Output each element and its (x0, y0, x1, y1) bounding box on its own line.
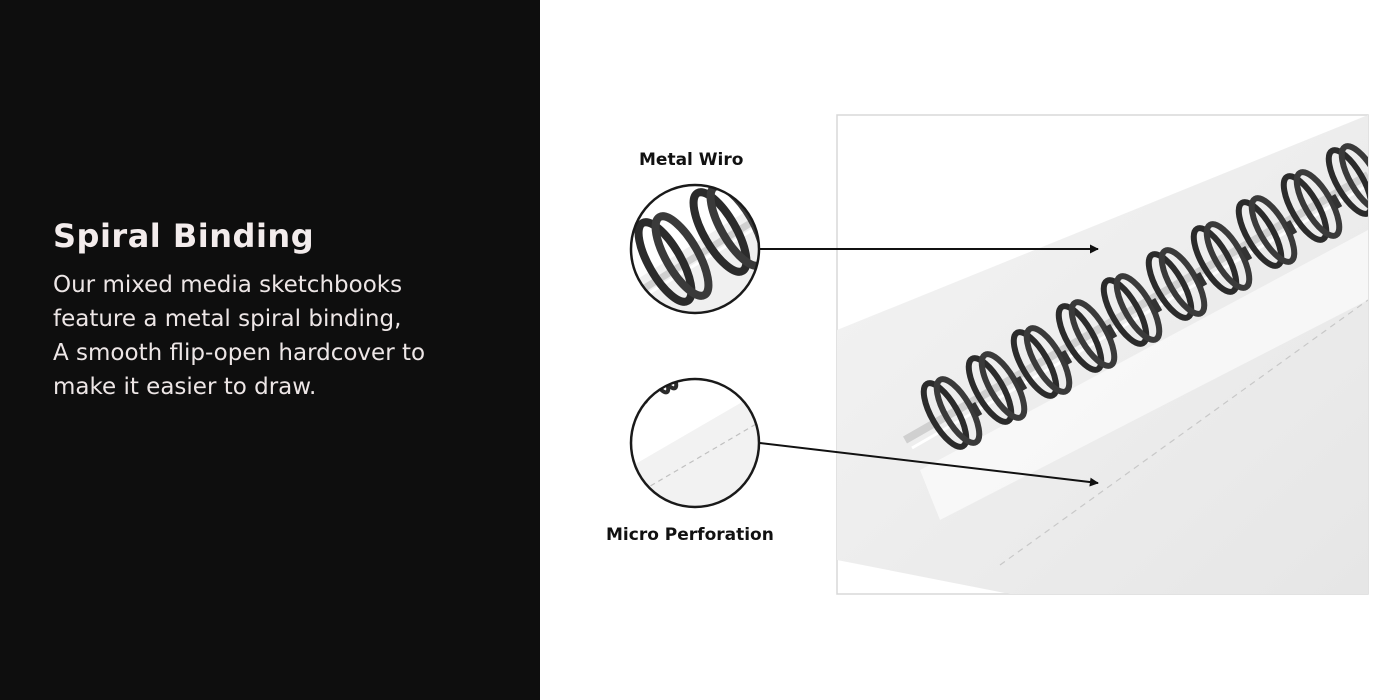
micro-perforation-label: Micro Perforation (606, 525, 774, 545)
wiro-zoom-circle (629, 183, 761, 315)
description-line: Our mixed media sketchbooks (53, 272, 403, 298)
feature-description: Our mixed media sketchbooks feature a me… (53, 268, 523, 404)
illustration-panel: Metal Wiro Micro Perforation (540, 0, 1400, 700)
description-line: make it easier to draw. (53, 374, 317, 400)
perforation-zoom-circle (629, 377, 761, 509)
sketchbook-closeup (836, 114, 1369, 595)
description-line: A smooth flip-open hardcover to (53, 340, 426, 366)
feature-title: Spiral Binding (53, 217, 315, 255)
description-line: feature a metal spiral binding, (53, 306, 402, 332)
metal-wiro-label: Metal Wiro (639, 150, 744, 170)
binding-illustration (629, 114, 1369, 595)
perforation-arrow (759, 442, 1099, 487)
text-panel: Spiral Binding Our mixed media sketchboo… (0, 0, 540, 700)
